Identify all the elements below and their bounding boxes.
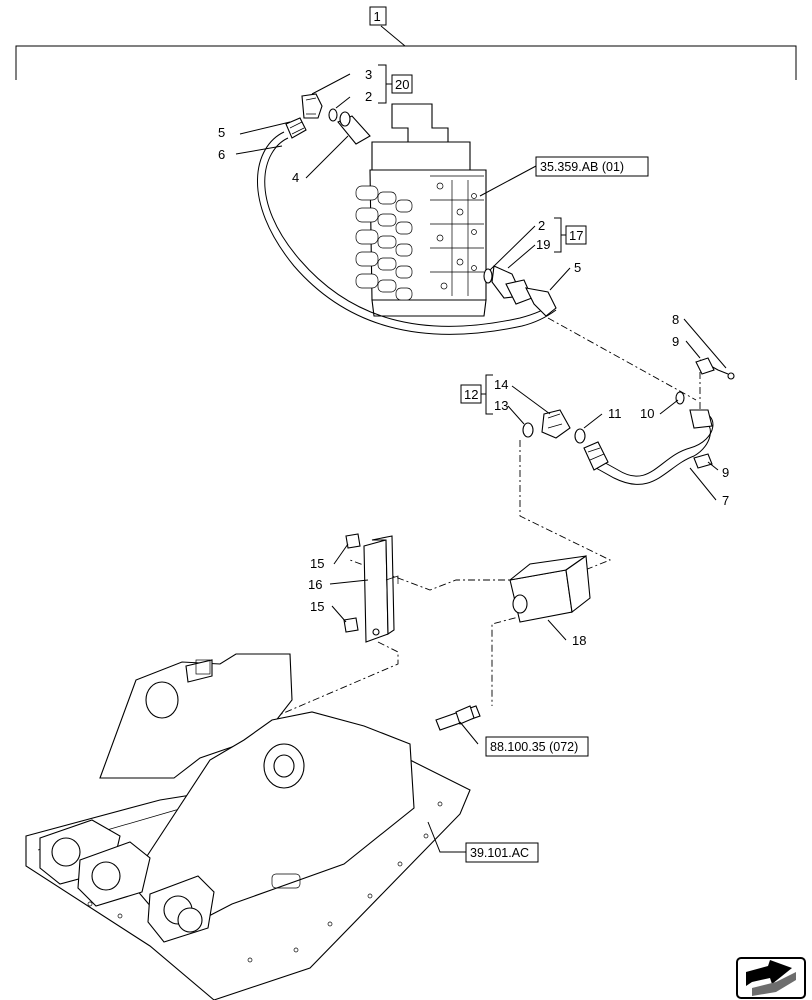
control-valve <box>355 103 487 317</box>
part-number: 5 <box>574 260 581 275</box>
frame-39-101-ac <box>25 653 471 1000</box>
reference-frame-label: 39.101.AC <box>470 846 529 860</box>
valve-block-18 <box>509 555 591 623</box>
part-number: 7 <box>722 493 729 508</box>
part-number: 2 <box>538 218 545 233</box>
leader-lines <box>235 73 727 641</box>
reference-line: 88.100.35 (072) <box>459 721 589 757</box>
part-number: 18 <box>572 633 586 648</box>
hose-6 <box>257 131 557 335</box>
reference-control-valve: 35.359.AB (01) <box>479 156 649 197</box>
part-labels: 3 2 5 6 4 2 19 5 8 9 14 13 11 10 9 7 15 … <box>218 67 729 648</box>
hose-7-group <box>583 357 735 485</box>
reference-control-valve-label: 35.359.AB (01) <box>540 160 624 174</box>
kit-bracket-20: 20 <box>378 64 413 104</box>
part-number: 15 <box>310 556 324 571</box>
kit-box-12-label: 12 <box>464 387 478 402</box>
kit-bracket-12: 12 <box>460 374 493 415</box>
part-number: 9 <box>722 465 729 480</box>
line-end-fitting <box>435 705 481 731</box>
bracket-16 <box>343 533 399 643</box>
part-number: 2 <box>365 89 372 104</box>
part-number: 4 <box>292 170 299 185</box>
valve-side-fitting <box>483 265 557 317</box>
part-number: 16 <box>308 577 322 592</box>
next-page-arrow-icon[interactable] <box>736 957 806 999</box>
part-number: 6 <box>218 147 225 162</box>
kit-box-17-label: 17 <box>569 228 583 243</box>
reference-line-label: 88.100.35 (072) <box>490 740 578 754</box>
part-number: 11 <box>608 406 622 421</box>
part-number: 15 <box>310 599 324 614</box>
reference-frame: 39.101.AC <box>427 821 539 863</box>
part-number: 10 <box>640 406 654 421</box>
part-number: 19 <box>536 237 550 252</box>
upper-fitting <box>285 93 371 145</box>
middle-fittings <box>522 409 586 444</box>
part-number: 3 <box>365 67 372 82</box>
group-bracket: 1 <box>15 6 797 80</box>
part-number: 14 <box>494 377 508 392</box>
part-number: 8 <box>672 312 679 327</box>
part-number: 13 <box>494 398 508 413</box>
part-number: 5 <box>218 125 225 140</box>
kit-bracket-17: 17 <box>554 217 587 253</box>
part-number: 9 <box>672 334 679 349</box>
group-box-label: 1 <box>374 9 381 24</box>
kit-box-20-label: 20 <box>395 77 409 92</box>
